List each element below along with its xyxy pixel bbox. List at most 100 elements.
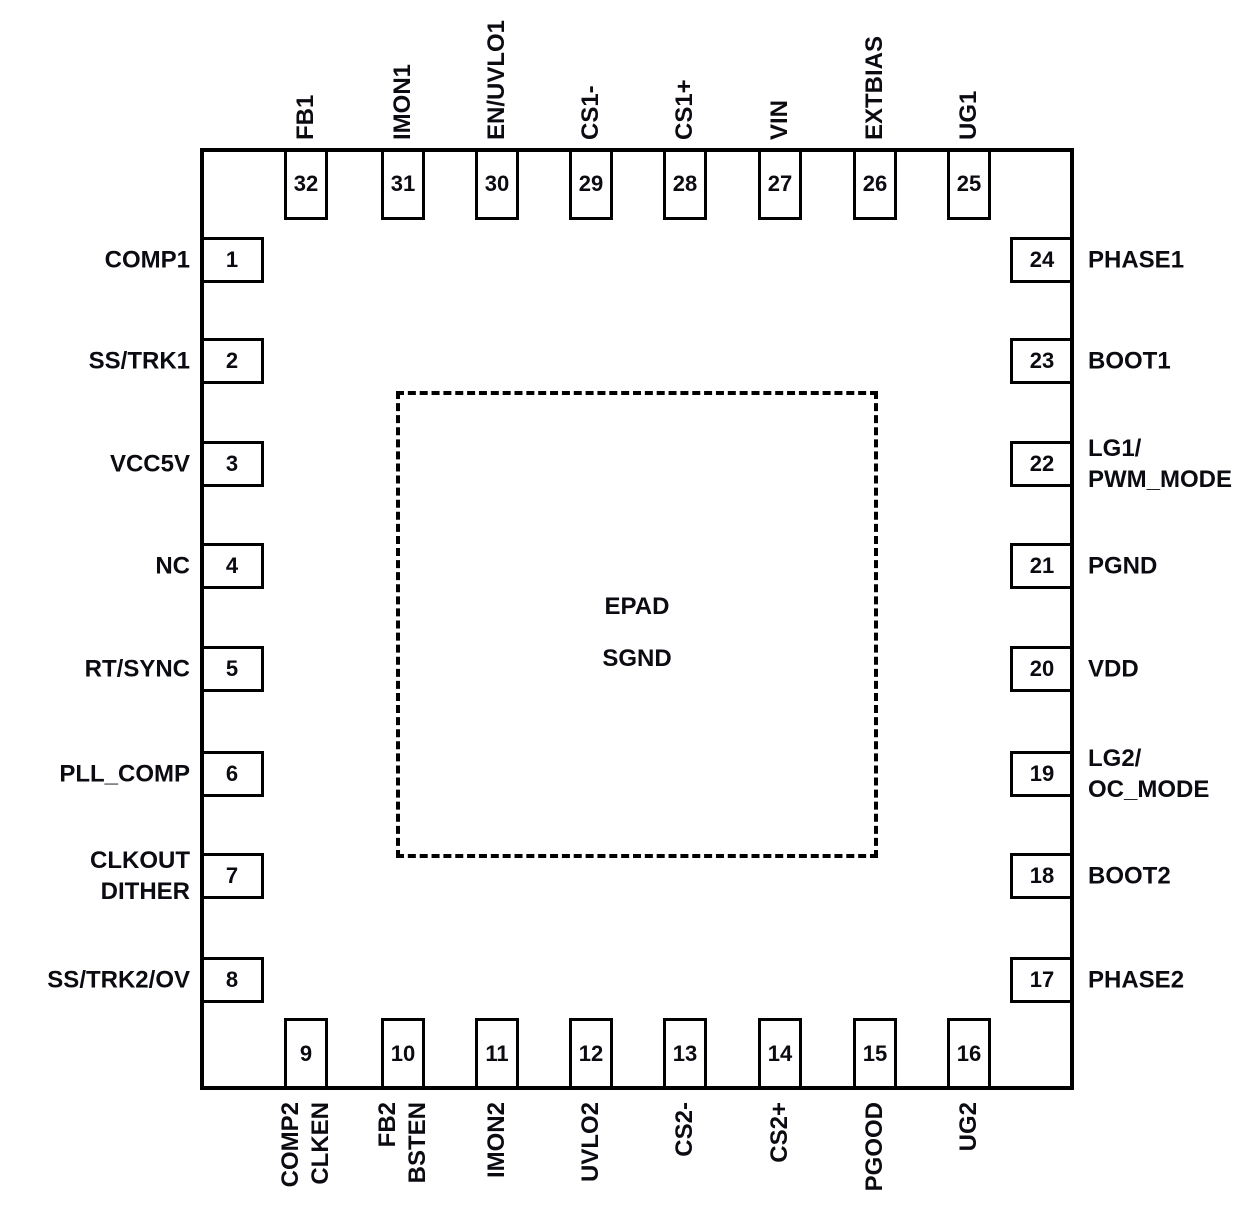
pin-17: 17 (1010, 957, 1074, 1003)
pin-11-number: 11 (485, 1041, 509, 1066)
pin-11-label: IMON2 (483, 1102, 510, 1179)
pin-32: 32 (284, 148, 328, 220)
pin-31-number: 31 (390, 171, 416, 196)
pin-4: 4 (200, 543, 264, 589)
pin-22-label: LG1/ PWM_MODE (1088, 435, 1232, 493)
pin-13-number: 13 (672, 1041, 698, 1066)
pin-9-number: 9 (299, 1041, 313, 1066)
pin-18-number: 18 (1029, 863, 1055, 888)
pin-11: 11 (475, 1018, 519, 1090)
pin-15: 15 (853, 1018, 897, 1090)
pin-1-label: COMP1 (104, 246, 190, 274)
pin-8-label: SS/TRK2/OV (47, 966, 190, 994)
pin-15-number: 15 (862, 1041, 888, 1066)
pin-23-label: BOOT1 (1088, 347, 1171, 375)
pin-12-number: 12 (578, 1041, 604, 1066)
pin-24-number: 24 (1029, 247, 1055, 272)
pin-26-number: 26 (862, 171, 888, 196)
pin-5-label: RT/SYNC (84, 655, 190, 683)
pin-4-label: NC (155, 552, 190, 580)
pin-3-number: 3 (225, 451, 239, 476)
pin-21: 21 (1010, 543, 1074, 589)
pin-30-number: 30 (484, 171, 510, 196)
pin-2-label: SS/TRK1 (88, 347, 190, 375)
pin-17-label: PHASE2 (1088, 966, 1185, 994)
pin-29-number: 29 (578, 171, 604, 196)
pin-9-label: COMP2 CLKEN (277, 1102, 334, 1188)
pin-13: 13 (663, 1018, 707, 1090)
pin-16-number: 16 (956, 1041, 982, 1066)
pin-26-label: EXTBIAS (861, 35, 888, 140)
pin-20-label: VDD (1088, 655, 1139, 683)
pin-1-number: 1 (225, 247, 239, 272)
pin-16: 16 (947, 1018, 991, 1090)
pin-7: 7 (200, 853, 264, 899)
pin-6-label: PLL_COMP (59, 760, 190, 788)
pin-27: 27 (758, 148, 802, 220)
pin-21-number: 21 (1029, 553, 1055, 578)
pin-18: 18 (1010, 853, 1074, 899)
pin-22-number: 22 (1029, 451, 1055, 476)
pin-5-number: 5 (225, 656, 239, 681)
pin-28-number: 28 (672, 171, 698, 196)
pin-25-number: 25 (956, 171, 982, 196)
pin-29: 29 (569, 148, 613, 220)
pin-22: 22 (1010, 441, 1074, 487)
pin-18-label: BOOT2 (1088, 862, 1171, 890)
pin-15-label: PGOOD (861, 1102, 888, 1192)
pin-8: 8 (200, 957, 264, 1003)
pin-28-label: CS1+ (671, 79, 698, 140)
pin-10: 10 (381, 1018, 425, 1090)
pin-21-label: PGND (1088, 552, 1158, 580)
pin-19-number: 19 (1029, 761, 1055, 786)
pin-23-number: 23 (1029, 348, 1055, 373)
pin-7-number: 7 (225, 863, 239, 888)
pin-19: 19 (1010, 751, 1074, 797)
pin-17-number: 17 (1029, 967, 1055, 992)
pin-12-label: UVLO2 (577, 1102, 604, 1183)
pin-24-label: PHASE1 (1088, 246, 1185, 274)
pin-12: 12 (569, 1018, 613, 1090)
pin-8-number: 8 (225, 967, 239, 992)
pin-9: 9 (284, 1018, 328, 1090)
pin-14-number: 14 (767, 1041, 793, 1066)
pin-5: 5 (200, 646, 264, 692)
pin-31: 31 (381, 148, 425, 220)
pin-32-number: 32 (293, 171, 319, 196)
pin-28: 28 (663, 148, 707, 220)
epad-label: EPAD (604, 593, 670, 620)
pin-27-label: VIN (766, 99, 793, 140)
pin-32-label: FB1 (292, 94, 319, 140)
pin-25-label: UG1 (955, 90, 982, 140)
pin-19-label: LG2/ OC_MODE (1088, 745, 1210, 803)
pin-7-label: CLKOUT DITHER (90, 847, 190, 905)
pin-30: 30 (475, 148, 519, 220)
pin-2-number: 2 (225, 348, 239, 373)
pin-16-label: UG2 (955, 1102, 982, 1152)
pin-10-label: FB2 BSTEN (374, 1102, 431, 1184)
pin-14-label: CS2+ (766, 1102, 793, 1163)
pin-6: 6 (200, 751, 264, 797)
pin-1: 1 (200, 237, 264, 283)
pin-27-number: 27 (767, 171, 793, 196)
pin-26: 26 (853, 148, 897, 220)
pin-20-number: 20 (1029, 656, 1055, 681)
pin-2: 2 (200, 338, 264, 384)
pin-13-label: CS2- (671, 1102, 698, 1157)
pin-24: 24 (1010, 237, 1074, 283)
sgnd-label: SGND (602, 645, 672, 672)
pin-31-label: IMON1 (389, 63, 416, 140)
pin-23: 23 (1010, 338, 1074, 384)
pin-30-label: EN/UVLO1 (483, 19, 510, 140)
pin-29-label: CS1- (577, 85, 604, 140)
epad-outline (396, 391, 878, 858)
pin-10-number: 10 (390, 1041, 416, 1066)
pin-3-label: VCC5V (109, 450, 190, 478)
pin-14: 14 (758, 1018, 802, 1090)
chip-body-outline (200, 148, 1074, 1090)
pin-25: 25 (947, 148, 991, 220)
pin-6-number: 6 (225, 761, 239, 786)
pin-4-number: 4 (225, 553, 239, 578)
pin-20: 20 (1010, 646, 1074, 692)
